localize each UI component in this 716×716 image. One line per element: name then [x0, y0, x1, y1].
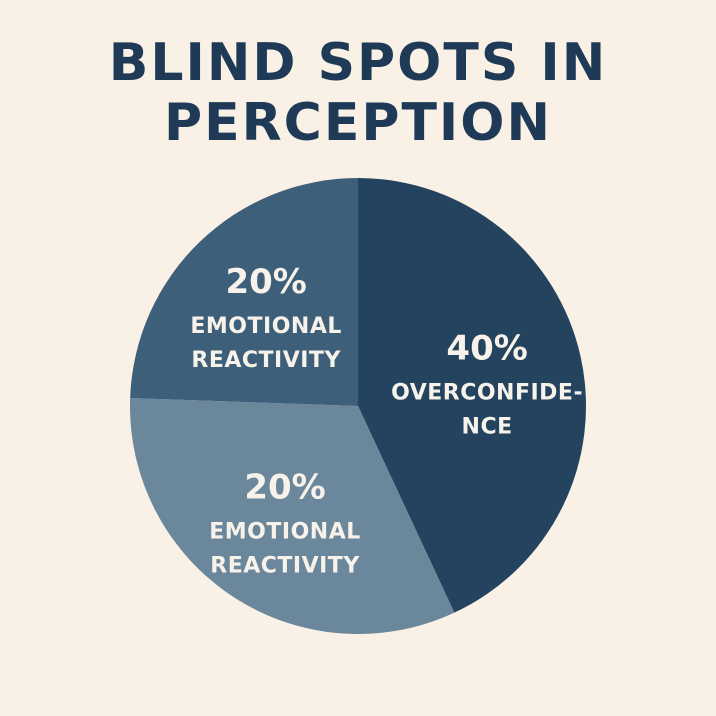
slice-value-label-1: 40%: [446, 328, 527, 368]
slice-category-label-3-line-2: REACTIVITY: [191, 348, 341, 373]
chart-title-line-1: BLIND SPOTS IN: [108, 33, 608, 93]
slice-category-label-1-line-2: NCE: [462, 414, 513, 439]
slice-value-label-3: 20%: [225, 262, 306, 302]
pie-slice-2: [130, 398, 455, 634]
pie-slice-3: [130, 178, 358, 406]
slice-category-label-2-line-1: EMOTIONAL: [209, 519, 360, 544]
slice-category-label-3-line-1: EMOTIONAL: [190, 314, 341, 339]
chart-title-line-2: PERCEPTION: [163, 93, 552, 153]
slice-value-label-2: 20%: [244, 467, 325, 507]
slice-category-label-2-line-2: REACTIVITY: [210, 553, 360, 578]
slice-category-label-1-line-1: OVERCONFIDE-: [391, 380, 583, 405]
pie-slice-1: [358, 178, 587, 613]
